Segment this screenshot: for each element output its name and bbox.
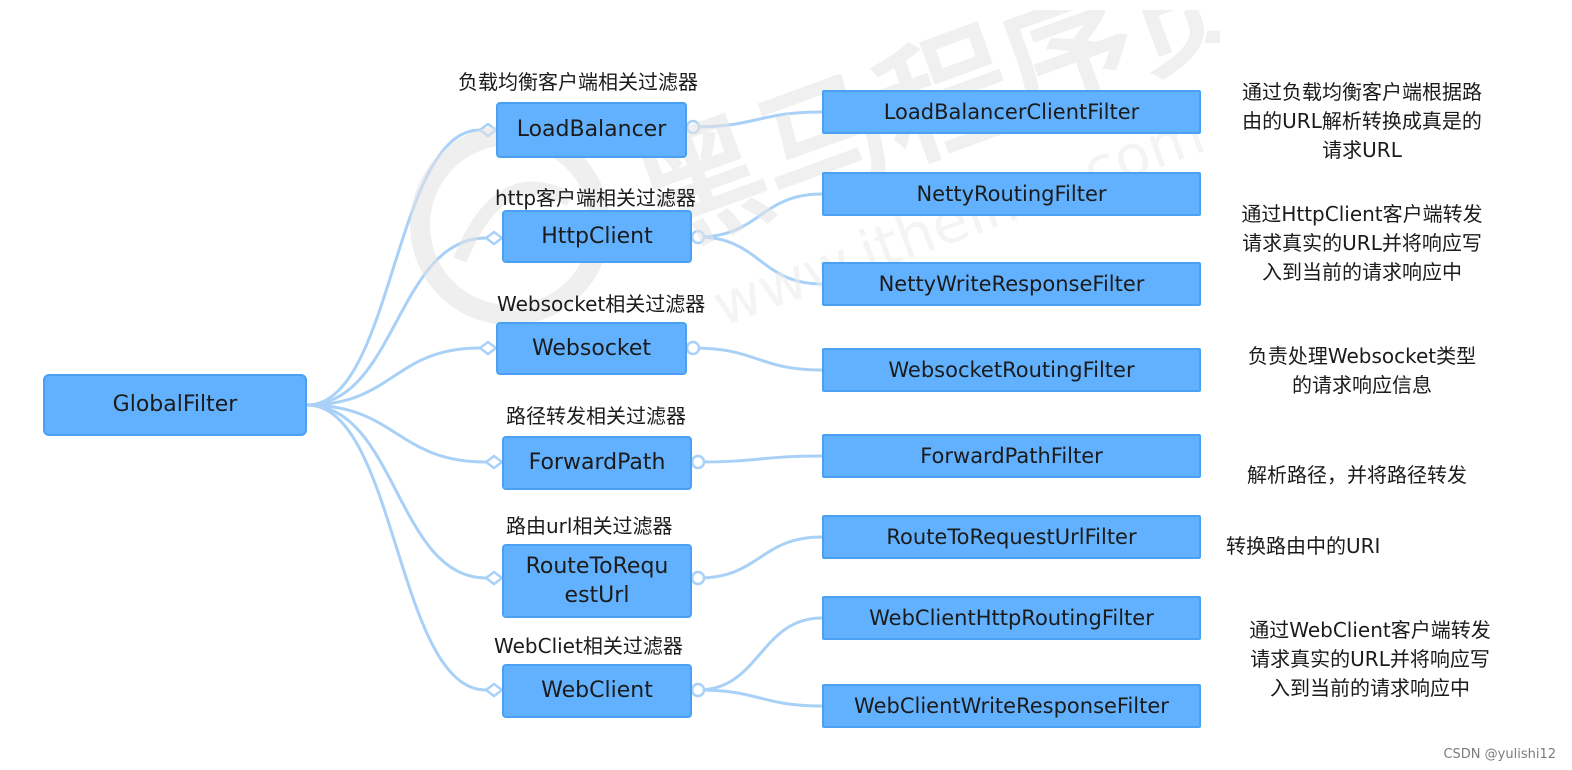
category-node-label: WebClient [541,678,653,703]
category-node-label: estUrl [564,583,630,608]
filter-node-webclientwriteresponsefilter[interactable]: WebClientWriteResponseFilter [822,684,1201,728]
category-to-filter-link [697,454,823,464]
description-line: 由的URL解析转换成真是的 [1242,109,1482,133]
root-to-category-link [306,236,487,407]
filter-node-label: WebClientWriteResponseFilter [854,694,1169,718]
group-caption: 路由url相关过滤器 [506,514,673,538]
filter-node-label: RouteToRequestUrlFilter [886,525,1137,549]
diamond-connector-icon [477,340,499,356]
circle-connector-icon [685,119,701,135]
filter-node-label: ForwardPathFilter [920,444,1103,468]
category-node-httpclient[interactable]: HttpClient [502,210,692,263]
category-to-filter-link [697,235,823,286]
circle-connector-icon [690,454,706,470]
filter-node-label: NettyWriteResponseFilter [878,272,1145,296]
description-line: 请求URL [1322,138,1402,162]
filter-node-nettywriteresponsefilter[interactable]: NettyWriteResponseFilter [822,262,1201,306]
description-line: 请求真实的URL并将响应写 [1250,647,1490,671]
group-caption: WebCliet相关过滤器 [494,634,683,658]
category-node-forwardpath[interactable]: ForwardPath [502,436,692,490]
filter-node-nettyroutingfilter[interactable]: NettyRoutingFilter [822,172,1201,216]
description-line: 入到当前的请求响应中 [1262,260,1462,284]
root-node-label: GlobalFilter [112,392,238,417]
category-node-loadbalancer[interactable]: LoadBalancer [496,102,687,158]
credit-text: CSDN @yulishi12 [1443,747,1556,762]
category-node-label: RouteToRequ [525,554,669,579]
filter-description: 解析路径，并将路径转发 [1212,461,1502,490]
circle-connector-icon [690,570,706,586]
description-line: 负责处理Websocket类型 [1247,344,1477,368]
group-caption: 负载均衡客户端相关过滤器 [458,70,698,94]
diamond-connector-icon [483,454,505,470]
description-line: 转换路由中的URI [1226,534,1381,558]
filter-node-websocketroutingfilter[interactable]: WebsocketRoutingFilter [822,348,1201,392]
category-node-label: ForwardPath [528,450,666,475]
filter-description: 通过负载均衡客户端根据路 由的URL解析转换成真是的 请求URL [1212,78,1512,165]
circle-connector-icon [690,682,706,698]
category-node-websocket[interactable]: Websocket [496,322,687,375]
filter-node-label: LoadBalancerClientFilter [883,100,1140,124]
category-node-routetorequesturl[interactable]: RouteToRequ estUrl [502,544,692,618]
root-to-category-link [306,403,487,580]
description-line: 通过负载均衡客户端根据路 [1242,80,1482,104]
description-line: 入到当前的请求响应中 [1270,676,1470,700]
filter-node-routetorequesturlfilter[interactable]: RouteToRequestUrlFilter [822,515,1201,559]
diamond-connector-icon [483,682,505,698]
category-to-filter-link [692,346,823,372]
filter-node-label: WebClientHttpRoutingFilter [869,606,1154,630]
filter-node-label: NettyRoutingFilter [916,182,1107,206]
root-node-globalfilter[interactable]: GlobalFilter [43,374,307,436]
category-to-filter-link [692,110,823,129]
filter-node-forwardpathfilter[interactable]: ForwardPathFilter [822,434,1201,478]
category-to-filter-link [697,688,823,708]
circle-connector-icon [685,340,701,356]
group-caption: http客户端相关过滤器 [495,186,697,210]
category-node-webclient[interactable]: WebClient [502,664,692,718]
diamond-connector-icon [477,122,499,138]
category-node-label: Websocket [531,335,652,361]
filter-description: 通过HttpClient客户端转发 请求真实的URL并将响应写 入到当前的请求响… [1212,200,1512,287]
diamond-connector-icon [483,570,505,586]
category-to-filter-link [697,616,823,692]
root-to-category-link [306,403,487,692]
filter-description: 通过WebClient客户端转发 请求真实的URL并将响应写 入到当前的请求响应… [1220,616,1520,703]
category-to-filter-link [697,192,823,239]
root-to-category-link [306,403,487,464]
description-line: 解析路径，并将路径转发 [1247,463,1467,487]
filter-node-label: WebsocketRoutingFilter [888,358,1135,382]
filter-description: 负责处理Websocket类型 的请求响应信息 [1212,342,1512,400]
root-to-category-link [306,346,481,407]
description-line: 请求真实的URL并将响应写 [1242,231,1482,255]
category-node-label: HttpClient [541,223,653,249]
filter-description: 转换路由中的URI [1212,532,1436,561]
group-caption: Websocket相关过滤器 [497,292,706,316]
group-caption: 路径转发相关过滤器 [506,404,686,428]
diamond-connector-icon [483,230,505,246]
filter-node-webclienthttproutingfilter[interactable]: WebClientHttpRoutingFilter [822,596,1201,640]
description-line: 通过HttpClient客户端转发 [1241,202,1483,226]
category-node-label: LoadBalancer [516,117,667,142]
root-to-category-link [306,128,481,407]
circle-connector-icon [690,229,706,245]
filter-node-loadbalancerclientfilter[interactable]: LoadBalancerClientFilter [822,90,1201,134]
category-to-filter-link [697,535,823,580]
description-line: 的请求响应信息 [1292,373,1432,397]
description-line: 通过WebClient客户端转发 [1249,618,1491,642]
